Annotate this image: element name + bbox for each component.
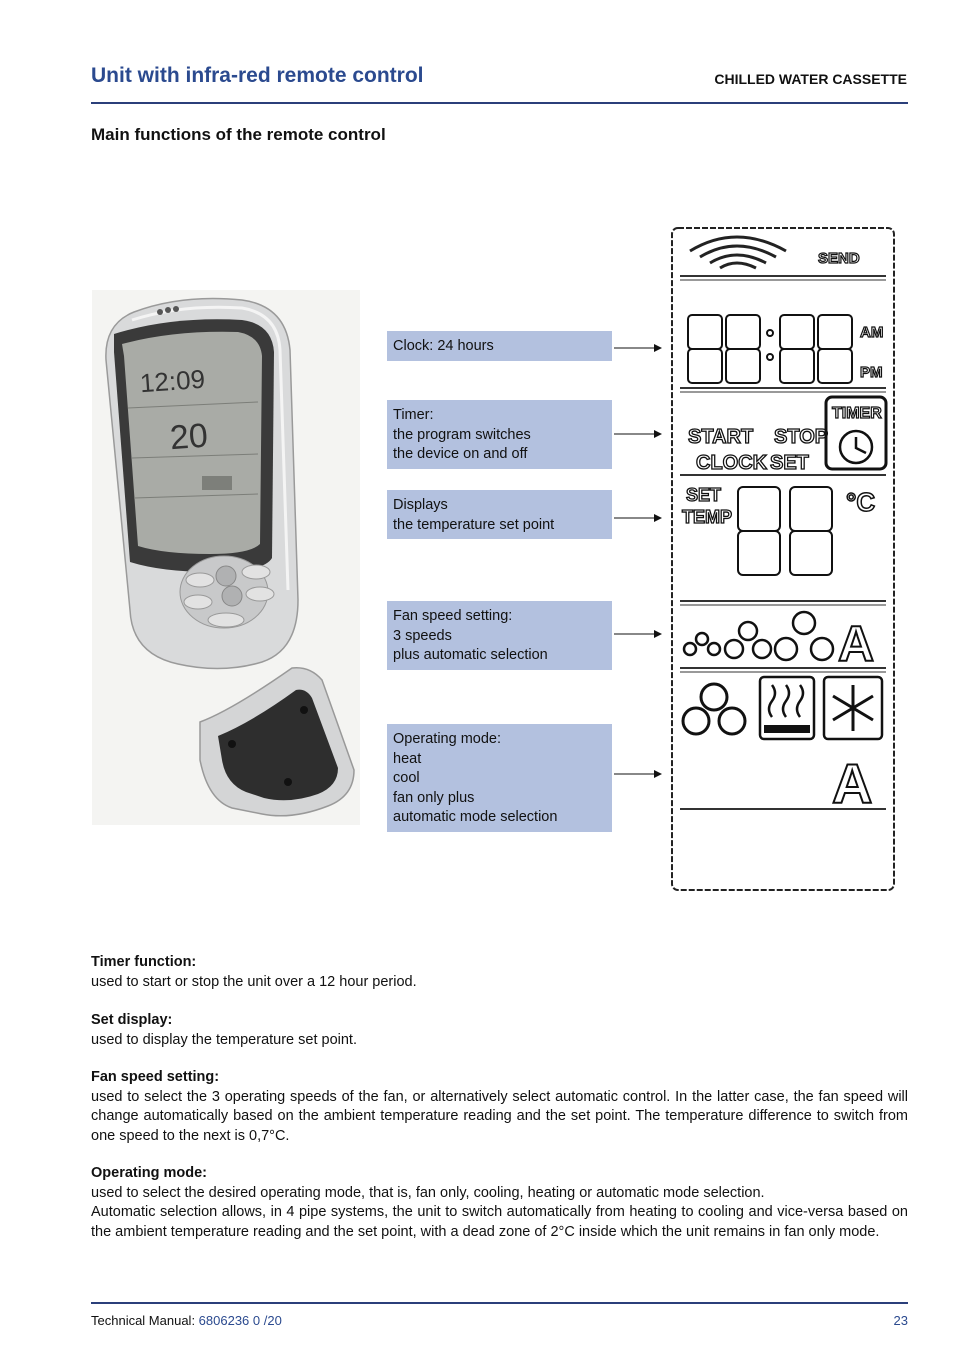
lcd-clock: CLOCK (696, 452, 768, 474)
fan-only-mode-icon (681, 682, 747, 736)
description-text: used to start or stop the unit over a 12… (91, 973, 417, 990)
description-heading: Operating mode: (91, 1165, 208, 1181)
callout-timer-line: the device on and off (393, 446, 528, 462)
callout-timer: Timer: the program switches the device o… (387, 400, 612, 469)
page-number: 23 (893, 1313, 908, 1328)
lcd-set-temp-1: SET (686, 485, 721, 505)
callout-operating-mode-line: cool (393, 770, 420, 786)
description-heading: Fan speed setting: (91, 1069, 220, 1085)
lcd-start: START (688, 426, 753, 448)
callout-set-point: Displays the temperature set point (387, 490, 612, 539)
remote-time: 12:09 (139, 364, 206, 398)
arrow-right-icon (614, 430, 662, 438)
lcd-stop: STOP (774, 426, 828, 448)
callout-timer-line: the program switches (393, 426, 531, 443)
section-heading: Main functions of the remote control (91, 125, 386, 144)
lcd-set-temp-2: TEMP (682, 507, 732, 527)
lcd-set: SET (770, 452, 809, 474)
callout-operating-mode-line: heat (393, 750, 422, 767)
lcd-auto-fan: A (838, 616, 874, 672)
clock-icon (838, 429, 874, 465)
description-timer-function: Timer function: used to start or stop th… (91, 953, 908, 992)
callout-clock: Clock: 24 hours (387, 331, 612, 361)
description-text: Automatic selection allows, in 4 pipe sy… (91, 1204, 908, 1240)
arrow-right-icon (614, 514, 662, 522)
callout-fan-speed-line: 3 speeds (393, 627, 452, 644)
description-operating-mode: Operating mode: used to select the desir… (91, 1164, 908, 1242)
lcd-display-diagram: SEND AM PM START STOP CLOCK SET TIMER SE… (671, 227, 895, 891)
lcd-am: AM (860, 324, 883, 341)
footer-divider (91, 1302, 908, 1304)
description-heading: Timer function: (91, 954, 197, 970)
callout-operating-mode-line: automatic mode selection (393, 809, 558, 825)
callout-operating-mode: Operating mode: heat cool fan only plus … (387, 724, 612, 832)
description-text: used to display the temperature set poin… (91, 1031, 357, 1048)
callout-set-point-line: Displays (393, 497, 448, 513)
fan-high-icon (773, 610, 835, 662)
remote-control-illustration: 12:09 20 (92, 290, 360, 825)
lcd-auto-mode: A (832, 752, 872, 815)
signal-icon (689, 235, 787, 270)
temperature-digits-icon (737, 486, 833, 576)
description-fan-speed: Fan speed setting: used to select the 3 … (91, 1068, 908, 1146)
lcd-send: SEND (818, 250, 860, 267)
fan-low-icon (682, 631, 722, 657)
callout-timer-line: Timer: (393, 407, 434, 423)
callout-fan-speed: Fan speed setting: 3 speeds plus automat… (387, 601, 612, 670)
callout-operating-mode-line: fan only plus (393, 789, 475, 806)
callout-fan-speed-line: plus automatic selection (393, 647, 548, 663)
description-text: used to select the desired operating mod… (91, 1184, 765, 1201)
callout-operating-mode-line: Operating mode: (393, 731, 502, 747)
snowflake-icon (822, 675, 884, 741)
lcd-timer: TIMER (832, 405, 882, 422)
footer-manual-reference: Technical Manual: 6806236 0 /20 (91, 1313, 282, 1328)
footer-label: Technical Manual: (91, 1313, 199, 1328)
description-text: used to select the 3 operating speeds of… (91, 1088, 908, 1144)
description-set-display: Set display: used to display the tempera… (91, 1011, 908, 1050)
header-divider (91, 102, 908, 104)
document-category: CHILLED WATER CASSETTE (714, 71, 907, 87)
arrow-right-icon (614, 630, 662, 638)
fan-medium-icon (723, 620, 773, 660)
callout-set-point-line: the temperature set point (393, 516, 555, 533)
callout-clock-line: Clock: 24 hours (393, 338, 494, 354)
description-heading: Set display: (91, 1012, 173, 1028)
remote-temperature: 20 (169, 417, 209, 458)
lcd-pm: PM (860, 364, 883, 381)
footer-manual-number: 6806236 0 /20 (198, 1313, 282, 1328)
page-title: Unit with infra-red remote control (91, 64, 424, 87)
callout-fan-speed-line: Fan speed setting: (393, 608, 513, 624)
arrow-right-icon (614, 344, 662, 352)
heat-mode-icon (758, 675, 816, 741)
clock-digits-icon (687, 314, 853, 384)
arrow-right-icon (614, 770, 662, 778)
lcd-celsius: °C (846, 487, 875, 517)
